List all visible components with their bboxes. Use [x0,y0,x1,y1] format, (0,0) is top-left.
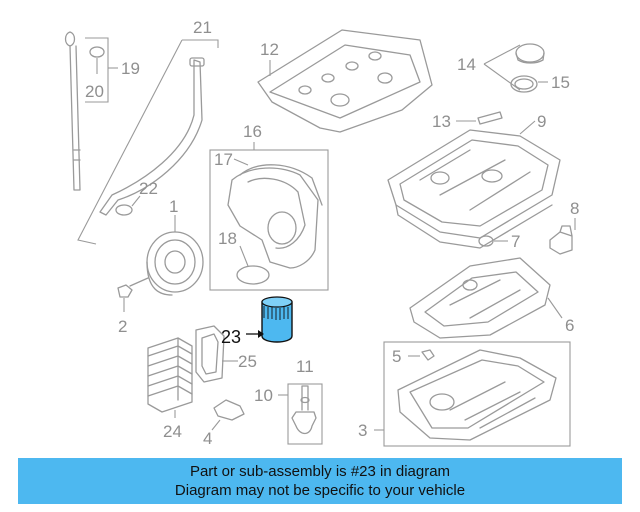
callout-6: 6 [565,316,574,335]
plug-sensor-group: 7 8 [478,199,579,255]
callout-12: 12 [260,40,279,59]
drain-plug-7 [478,235,494,247]
seal-18 [236,265,270,285]
timing-cover [227,167,319,269]
oil-cap-group: 14 15 [457,43,570,93]
oil-cap [515,43,545,63]
callout-9: 9 [537,112,546,131]
callout-10: 10 [254,386,273,405]
upper-oil-pan [387,129,561,239]
oring-15 [510,75,538,93]
callout-24: 24 [163,422,182,441]
callout-7: 7 [511,232,520,251]
callout-2: 2 [118,317,127,336]
callout-17: 17 [214,150,233,169]
callout-4: 4 [203,429,212,448]
dipstick-group: 19 20 [64,31,140,191]
dipstick [64,31,81,191]
lower-oil-pan-group: 3 5 [358,341,571,447]
dipstick-tube-group: 21 22 [77,18,219,245]
callout-23: 23 [221,327,241,347]
banner-line-1: Part or sub-assembly is #23 in diagram [189,463,451,480]
drain-valve [291,385,317,435]
clip-13 [477,111,503,125]
callout-19: 19 [121,59,140,78]
bolt-5 [421,349,435,361]
dipstick-tube [99,59,203,216]
callout-14: 14 [457,55,476,74]
upper-oil-pan-group: 13 9 [387,111,561,249]
baffle-group: 6 [409,257,574,339]
valve-cover-group: 12 [257,29,433,133]
baffle-plate [409,257,551,339]
callout-5: 5 [392,347,401,366]
callout-13: 13 [432,112,451,131]
callout-21: 21 [193,18,212,37]
callout-8: 8 [570,199,579,218]
clip-22 [115,204,133,216]
callout-11: 11 [296,357,314,376]
oil-filter-group: 23 [221,296,293,347]
callout-15: 15 [551,73,570,92]
pulley-group: 1 2 [117,197,204,336]
oring-20 [89,46,105,58]
callout-22: 22 [139,179,158,198]
gasket-25 [195,325,225,383]
callout-3: 3 [358,421,367,440]
banner-line-2: Diagram may not be specific to your vehi… [174,482,466,499]
bolt [117,277,149,298]
sensor-8 [549,225,573,255]
callout-18: 18 [218,229,237,248]
callout-20: 20 [85,82,104,101]
info-banner: Part or sub-assembly is #23 in diagram D… [18,458,622,504]
drain-group: 11 10 [254,357,323,445]
oil-cooler-group: 24 25 4 [147,325,257,448]
timing-cover-group: 16 17 18 [209,122,329,291]
callout-1: 1 [169,197,178,216]
callout-25: 25 [238,352,257,371]
lower-oil-pan [397,349,557,441]
bracket-4 [213,399,245,421]
valve-cover [257,29,433,133]
callout-16: 16 [243,122,262,141]
parts-diagram: 19 20 21 22 1 2 16 17 [64,18,579,448]
